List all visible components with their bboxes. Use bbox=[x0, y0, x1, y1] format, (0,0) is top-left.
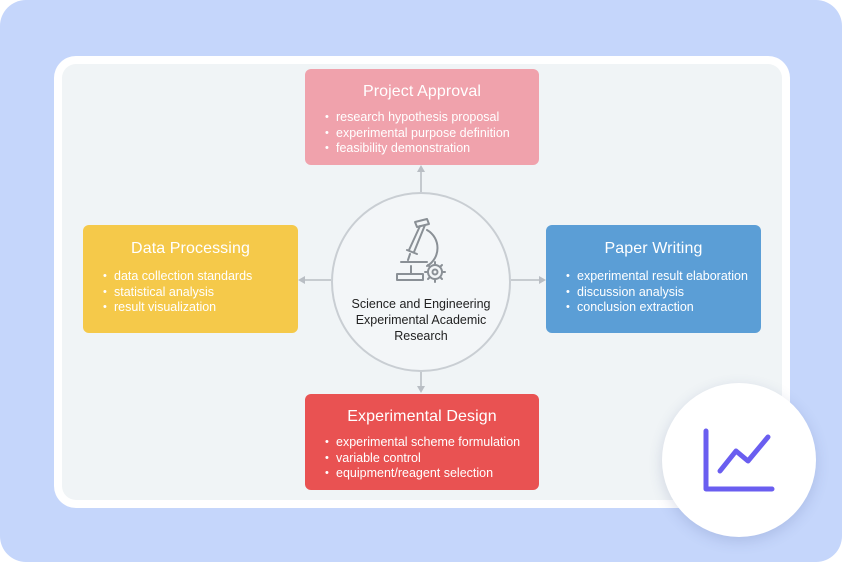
node-title: Data Processing bbox=[131, 240, 250, 257]
node-item: experimental scheme formulation bbox=[325, 435, 539, 451]
node-item: experimental result elaboration bbox=[566, 269, 761, 285]
node-item-list: experimental result elaboration discussi… bbox=[546, 269, 761, 316]
node-item: data collection standards bbox=[103, 269, 298, 285]
node-item: result visualization bbox=[103, 300, 298, 316]
node-paper-writing: Paper Writing experimental result elabor… bbox=[546, 225, 761, 333]
arrowhead-top bbox=[417, 165, 425, 172]
node-title: Paper Writing bbox=[604, 240, 703, 257]
node-item: feasibility demonstration bbox=[325, 141, 539, 157]
node-item: equipment/reagent selection bbox=[325, 466, 539, 482]
chart-badge[interactable] bbox=[662, 383, 816, 537]
line-chart-icon bbox=[703, 428, 775, 492]
node-item: statistical analysis bbox=[103, 285, 298, 301]
center-label: Science and Engineering Experimental Aca… bbox=[331, 296, 511, 344]
microscope-gear-icon bbox=[396, 218, 446, 283]
node-item: discussion analysis bbox=[566, 285, 761, 301]
arrowhead-left bbox=[298, 276, 305, 284]
node-item-list: research hypothesis proposal experimenta… bbox=[305, 110, 539, 157]
node-item-list: experimental scheme formulation variable… bbox=[305, 435, 539, 482]
center-label-line2: Experimental Academic bbox=[355, 313, 487, 327]
node-item-list: data collection standards statistical an… bbox=[83, 269, 298, 316]
center-label-line3: Research bbox=[394, 329, 448, 343]
node-data-processing: Data Processing data collection standard… bbox=[83, 225, 298, 333]
node-title: Project Approval bbox=[362, 83, 482, 100]
center-circle bbox=[331, 192, 511, 372]
node-experimental-design: Experimental Design experimental scheme … bbox=[305, 394, 539, 490]
node-item: conclusion extraction bbox=[566, 300, 761, 316]
node-title: Experimental Design bbox=[347, 408, 497, 425]
node-item: experimental purpose definition bbox=[325, 126, 539, 142]
node-project-approval: Project Approval research hypothesis pro… bbox=[305, 69, 539, 165]
arrowhead-right bbox=[539, 276, 546, 284]
node-item: variable control bbox=[325, 451, 539, 467]
arrowhead-bottom bbox=[417, 386, 425, 393]
center-label-line1: Science and Engineering bbox=[351, 297, 491, 311]
node-item: research hypothesis proposal bbox=[325, 110, 539, 126]
